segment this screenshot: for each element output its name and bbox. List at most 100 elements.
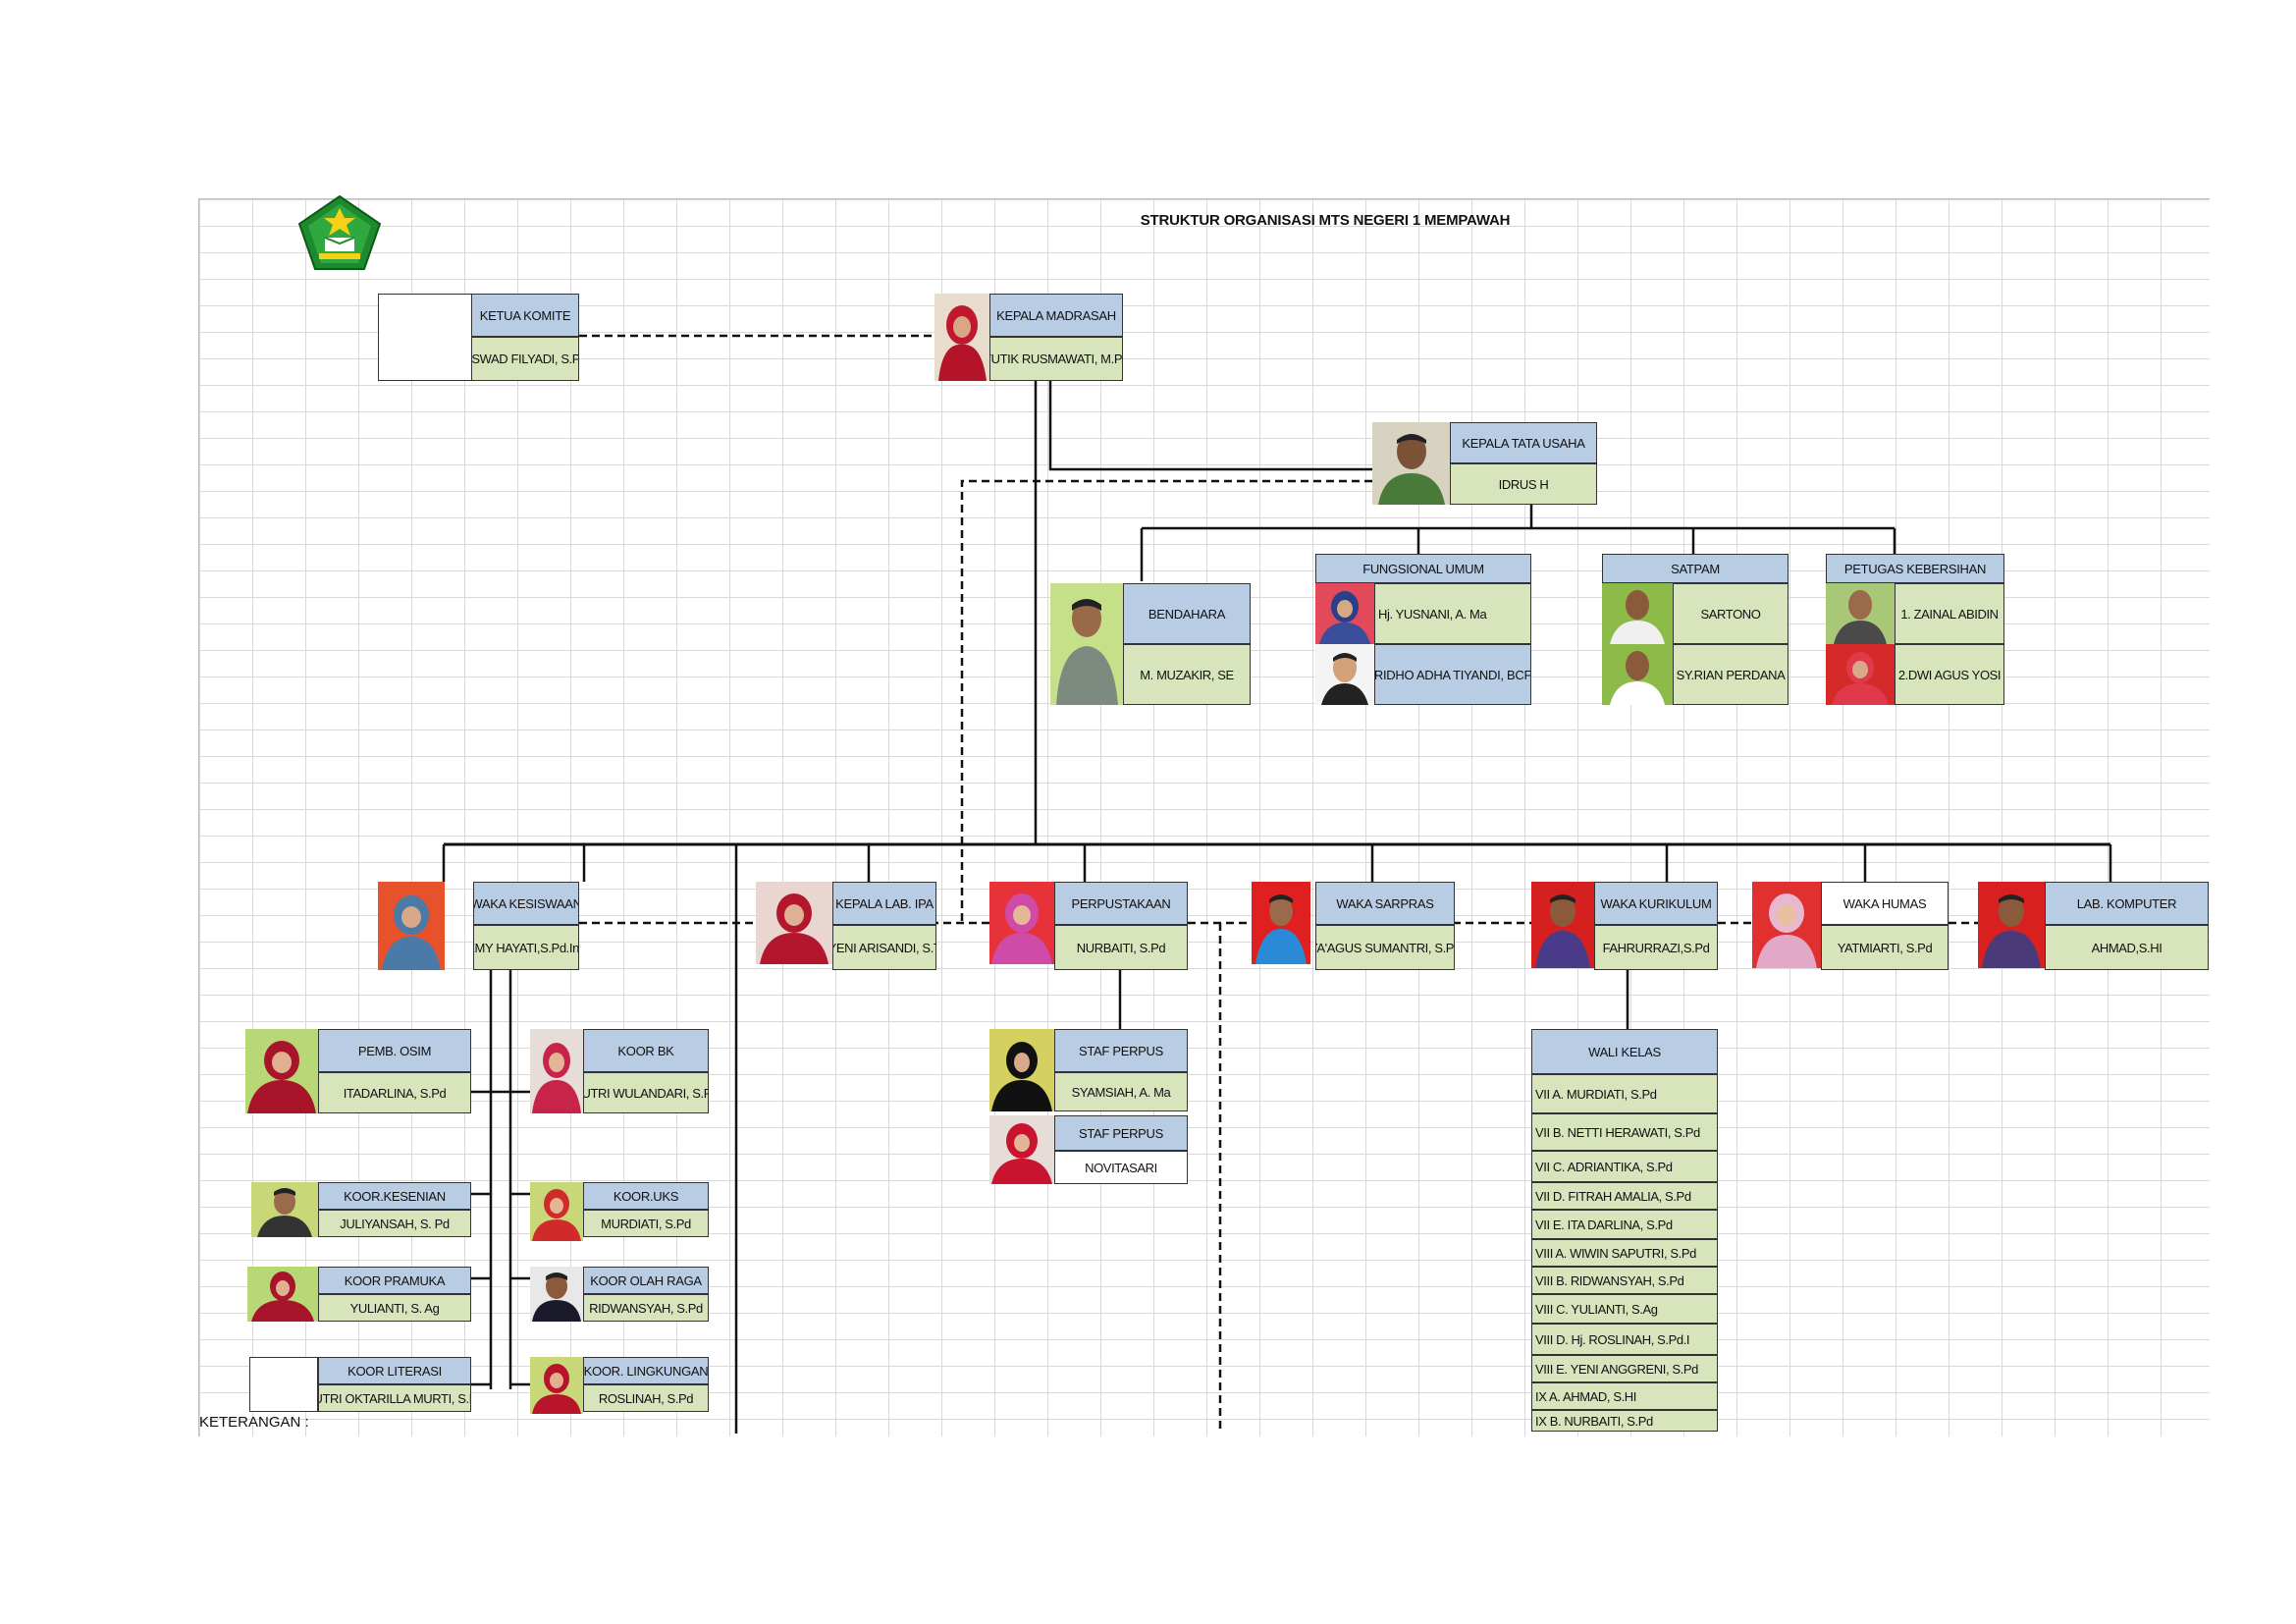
wali-kelas-item: VIII C. YULIANTI, S.Ag: [1531, 1294, 1718, 1324]
kesiswaan-photo: [378, 882, 445, 970]
kepala-tu-line: [1048, 381, 1372, 471]
kurikulum-name: FAHRURRAZI,S.Pd: [1594, 925, 1718, 970]
bendahara-name: M. MUZAKIR, SE: [1123, 644, 1251, 705]
lab-komputer-photo: [1978, 882, 2045, 968]
satpam-name-1: SARTONO: [1673, 583, 1789, 644]
lab-ipa-title: KEPALA LAB. IPA: [832, 882, 936, 925]
sarpras-title: WAKA SARPRAS: [1315, 882, 1455, 925]
satpam-name-2: SY.RIAN PERDANA: [1673, 644, 1789, 705]
literasi-name: PUTRI OKTARILLA MURTI, S.Pd: [318, 1384, 471, 1412]
kesenian-title: KOOR.KESENIAN: [318, 1182, 471, 1210]
coordination-dashed: [960, 479, 1372, 921]
lab-ipa-photo: [756, 882, 832, 964]
wali-kelas-item: VII C. ADRIANTIKA, S.Pd: [1531, 1151, 1718, 1182]
kebersihan-name-1: 1. ZAINAL ABIDIN: [1895, 583, 2004, 644]
lab-komputer-title: LAB. KOMPUTER: [2045, 882, 2209, 925]
komite-title: KETUA KOMITE: [471, 294, 579, 337]
lingkungan-photo: [530, 1357, 583, 1414]
staf-perpus-name-1: SYAMSIAH, A. Ma: [1054, 1072, 1188, 1111]
waka-drops: [442, 844, 2112, 882]
bendahara-title: BENDAHARA: [1123, 583, 1251, 644]
pramuka-title: KOOR PRAMUKA: [318, 1267, 471, 1294]
osim-title: PEMB. OSIM: [318, 1029, 471, 1072]
tu-name: IDRUS H: [1450, 463, 1597, 505]
bk-name: PUTRI WULANDARI, S.Pd: [583, 1072, 709, 1113]
kesiswaan-title: WAKA KESISWAAN: [473, 882, 579, 925]
lingkungan-name: ROSLINAH, S.Pd: [583, 1384, 709, 1412]
kebersihan-photo-1: [1826, 583, 1895, 644]
wali-kelas-item: VII B. NETTI HERAWATI, S.Pd: [1531, 1113, 1718, 1151]
page-title: STRUKTUR ORGANISASI MTS NEGERI 1 MEMPAWA…: [1140, 212, 1511, 229]
sarpras-photo: [1252, 882, 1310, 964]
school-logo: [297, 194, 382, 271]
bk-photo: [530, 1029, 583, 1113]
fungsional-name-2: RIDHO ADHA TIYANDI, BCF: [1374, 644, 1531, 705]
sarpras-name: YA'AGUS SUMANTRI, S.Pd: [1315, 925, 1455, 970]
kebersihan-photo-2: [1826, 644, 1895, 705]
wali-kelas-item: VII D. FITRAH AMALIA, S.Pd: [1531, 1182, 1718, 1210]
humas-photo: [1752, 882, 1821, 968]
uks-photo: [530, 1182, 583, 1241]
pramuka-name: YULIANTI, S. Ag: [318, 1294, 471, 1322]
kesenian-photo: [251, 1182, 318, 1237]
staf-perpus-title-1: STAF PERPUS: [1054, 1029, 1188, 1072]
kepala-title: KEPALA MADRASAH: [989, 294, 1123, 337]
tu-photo: [1372, 422, 1451, 505]
bendahara-photo: [1050, 583, 1124, 705]
satpam-photo-2: [1602, 644, 1673, 705]
perpus-title: PERPUSTAKAAN: [1054, 882, 1188, 925]
fungsional-name-1: Hj. YUSNANI, A. Ma: [1374, 583, 1531, 644]
fungsional-photo-1: [1315, 583, 1374, 644]
kesenian-name: JULIYANSAH, S. Pd: [318, 1210, 471, 1237]
wali-kelas-item: IX A. AHMAD, S.HI: [1531, 1382, 1718, 1410]
komite-name: ASWAD FILYADI, S.Pd: [471, 337, 579, 381]
kesiswaan-name: EMY HAYATI,S.Pd.Ing: [473, 925, 579, 970]
literasi-title: KOOR LITERASI: [318, 1357, 471, 1384]
osim-name: ITADARLINA, S.Pd: [318, 1072, 471, 1113]
lingkungan-title: KOOR. LINGKUNGAN: [583, 1357, 709, 1384]
uks-title: KOOR.UKS: [583, 1182, 709, 1210]
fungsional-title: FUNGSIONAL UMUM: [1315, 554, 1531, 583]
kepala-photo: [934, 294, 990, 381]
humas-title: WAKA HUMAS: [1821, 882, 1949, 925]
wali-kelas-title: WALI KELAS: [1531, 1029, 1718, 1074]
staf-perpus-photo-2: [989, 1115, 1054, 1184]
wali-kelas-item: IX B. NURBAITI, S.Pd: [1531, 1410, 1718, 1432]
wali-kelas-item: VIII A. WIWIN SAPUTRI, S.Pd: [1531, 1239, 1718, 1267]
kurikulum-title: WAKA KURIKULUM: [1594, 882, 1718, 925]
perpus-photo: [989, 882, 1054, 964]
wali-kelas-item: VII E. ITA DARLINA, S.Pd: [1531, 1210, 1718, 1239]
tu-title: KEPALA TATA USAHA: [1450, 422, 1597, 463]
kebersihan-name-2: 2.DWI AGUS YOSI: [1895, 644, 2004, 705]
olahraga-title: KOOR OLAH RAGA: [583, 1267, 709, 1294]
wali-kelas-item: VIII B. RIDWANSYAH, S.Pd: [1531, 1267, 1718, 1294]
staf-perpus-photo-1: [989, 1029, 1054, 1111]
keterangan-label: KETERANGAN :: [199, 1414, 309, 1431]
humas-name: YATMIARTI, S.Pd: [1821, 925, 1949, 970]
tu-staff-line: [1140, 505, 1896, 581]
pramuka-photo: [247, 1267, 318, 1322]
uks-name: MURDIATI, S.Pd: [583, 1210, 709, 1237]
staf-perpus-title-2: STAF PERPUS: [1054, 1115, 1188, 1151]
komite-photo-box: [378, 294, 472, 381]
olahraga-name: RIDWANSYAH, S.Pd: [583, 1294, 709, 1322]
kebersihan-title: PETUGAS KEBERSIHAN: [1826, 554, 2004, 583]
wali-kelas-item: VII A. MURDIATI, S.Pd: [1531, 1074, 1718, 1113]
wali-kelas-item: VIII D. Hj. ROSLINAH, S.Pd.I: [1531, 1324, 1718, 1355]
kepala-name: TUTIK RUSMAWATI, M.Pd: [989, 337, 1123, 381]
literasi-photo-box: [249, 1357, 318, 1412]
olahraga-photo: [530, 1267, 583, 1322]
osim-photo: [245, 1029, 318, 1113]
bk-title: KOOR BK: [583, 1029, 709, 1072]
wali-kelas-item: VIII E. YENI ANGGRENI, S.Pd: [1531, 1355, 1718, 1382]
perpus-name: NURBAITI, S.Pd: [1054, 925, 1188, 970]
satpam-photo-1: [1602, 583, 1673, 644]
lab-komputer-name: AHMAD,S.HI: [2045, 925, 2209, 970]
satpam-title: SATPAM: [1602, 554, 1789, 583]
lab-ipa-name: YENI ARISANDI, S.T: [832, 925, 936, 970]
staf-perpus-name-2: NOVITASARI: [1054, 1151, 1188, 1184]
kurikulum-photo: [1531, 882, 1594, 968]
kesiswaan-tree: [461, 970, 530, 1389]
fungsional-photo-2: [1315, 644, 1374, 705]
